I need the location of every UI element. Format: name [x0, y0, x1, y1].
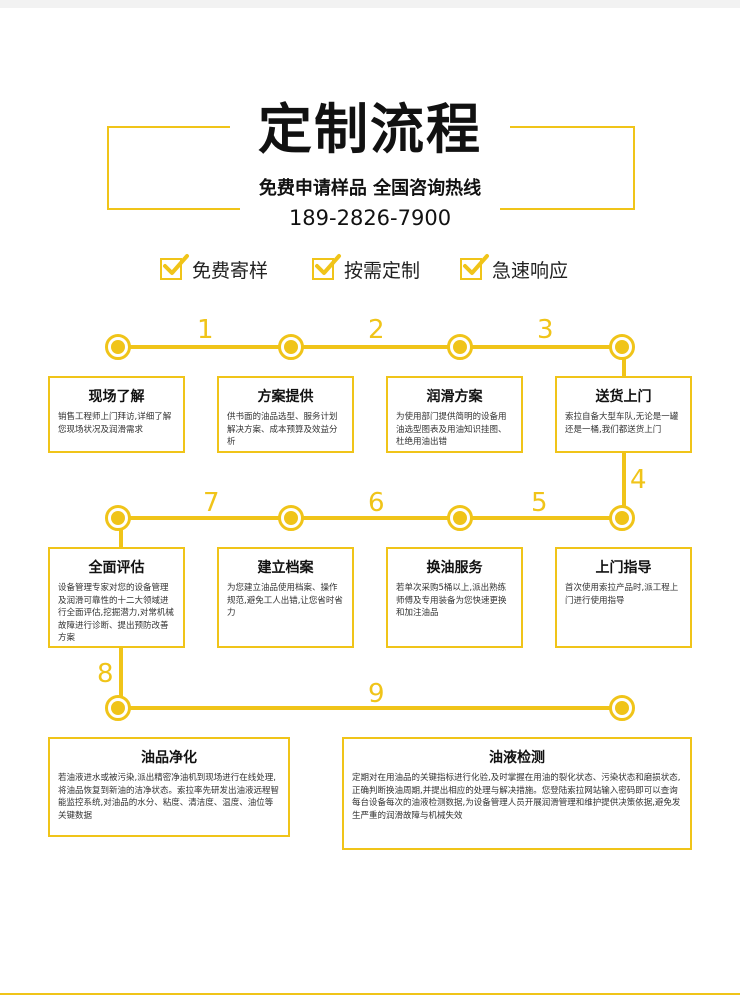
- step-description: 首次使用索拉产品时,派工程上门进行使用指导: [565, 583, 679, 606]
- step-description: 若油液进水或被污染,派出精密净油机到现场进行在线处理,将油品恢复到新油的洁净状态…: [58, 773, 280, 821]
- step-description: 设备管理专家对您的设备管理及润滑可靠性的十二大领域进行全面评估,挖掘潜力,对常机…: [58, 583, 174, 643]
- step-title: 油品净化: [141, 750, 197, 766]
- flow-dot: [609, 334, 635, 360]
- step-description: 定期对在用油品的关键指标进行化验,及时掌握在用油的裂化状态、污染状态和磨损状态,…: [352, 773, 681, 821]
- top-band: [0, 0, 740, 8]
- step-card-assessment: 全面评估 设备管理专家对您的设备管理及润滑可靠性的十二大领域进行全面评估,挖掘潜…: [48, 547, 185, 648]
- step-number: 3: [537, 315, 554, 345]
- step-number: 7: [203, 488, 220, 518]
- feature-label: 急速响应: [492, 259, 569, 282]
- flow-dot: [609, 505, 635, 531]
- flow-connector: [119, 518, 123, 548]
- step-title: 送货上门: [595, 389, 652, 405]
- step-title: 全面评估: [88, 560, 145, 576]
- feature-label: 按需定制: [344, 259, 421, 282]
- step-title: 换油服务: [426, 560, 483, 576]
- step-card-oil-change: 换油服务 若单次采购5桶以上,派出熟练师傅及专用装备为您快速更换和加注油品: [386, 547, 523, 648]
- step-card-oil-analysis: 油液检测 定期对在用油品的关键指标进行化验,及时掌握在用油的裂化状态、污染状态和…: [342, 737, 692, 850]
- flow-dot: [278, 334, 304, 360]
- hotline-phone: 189-2826-7900: [240, 203, 500, 233]
- flow-dot: [105, 505, 131, 531]
- step-card-lubrication-plan: 润滑方案 为使用部门提供简明的设备用油选型图表及用油知识挂图、杜绝用油出错: [386, 376, 523, 453]
- checkbox-check-icon: [312, 254, 341, 280]
- step-number: 2: [368, 315, 385, 345]
- flow-dot: [609, 695, 635, 721]
- flow-line-row2: [118, 516, 624, 520]
- step-number: 4: [630, 465, 647, 495]
- step-description: 若单次采购5桶以上,派出熟练师傅及专用装备为您快速更换和加注油品: [396, 583, 507, 618]
- flow-dot: [447, 334, 473, 360]
- feature-label: 免费寄样: [192, 259, 269, 282]
- feature-free-sample: 免费寄样: [160, 254, 269, 283]
- step-card-records: 建立档案 为您建立油品使用档案、操作规范,避免工人出错,让您省时省力: [217, 547, 354, 648]
- flow-dot: [447, 505, 473, 531]
- flow-line-row1: [118, 345, 624, 349]
- step-card-onsite-guidance: 上门指导 首次使用索拉产品时,派工程上门进行使用指导: [555, 547, 692, 648]
- bottom-divider: [0, 993, 740, 995]
- feature-fast-response: 急速响应: [460, 254, 569, 283]
- flow-line-row3: [118, 706, 624, 710]
- step-description: 供书面的油品选型、服务计划解决方案、成本预算及效益分析: [227, 412, 338, 447]
- step-title: 现场了解: [88, 389, 145, 405]
- step-title: 油液检测: [489, 750, 545, 766]
- checkbox-check-icon: [460, 254, 489, 280]
- flow-connector-4: [622, 452, 626, 522]
- step-card-onsite-survey: 现场了解 销售工程师上门拜访,详细了解您现场状况及润滑需求: [48, 376, 185, 453]
- flow-connector: [622, 347, 626, 377]
- step-number: 1: [197, 315, 214, 345]
- step-description: 索拉自备大型车队,无论是一罐还是一桶,我们都送货上门: [565, 412, 679, 435]
- step-number: 6: [368, 488, 385, 518]
- step-title: 上门指导: [595, 560, 652, 576]
- flow-dot: [105, 334, 131, 360]
- step-number: 5: [531, 488, 548, 518]
- step-description: 销售工程师上门拜访,详细了解您现场状况及润滑需求: [58, 412, 172, 435]
- step-number: 9: [368, 679, 385, 709]
- step-card-delivery: 送货上门 索拉自备大型车队,无论是一罐还是一桶,我们都送货上门: [555, 376, 692, 453]
- checkbox-check-icon: [160, 254, 189, 280]
- feature-custom: 按需定制: [312, 254, 421, 283]
- page-subtitle: 免费申请样品 全国咨询热线: [258, 178, 482, 199]
- step-description: 为使用部门提供简明的设备用油选型图表及用油知识挂图、杜绝用油出错: [396, 412, 507, 447]
- step-card-oil-purification: 油品净化 若油液进水或被污染,派出精密净油机到现场进行在线处理,将油品恢复到新油…: [48, 737, 290, 837]
- page-title: 定制流程: [230, 95, 510, 165]
- step-description: 为您建立油品使用档案、操作规范,避免工人出错,让您省时省力: [227, 583, 343, 618]
- flow-dot: [105, 695, 131, 721]
- step-title: 润滑方案: [426, 389, 483, 405]
- flow-dot: [278, 505, 304, 531]
- step-card-proposal: 方案提供 供书面的油品选型、服务计划解决方案、成本预算及效益分析: [217, 376, 354, 453]
- flow-connector-8: [119, 648, 123, 710]
- step-title: 方案提供: [257, 389, 314, 405]
- step-title: 建立档案: [257, 560, 314, 576]
- step-number: 8: [97, 659, 114, 689]
